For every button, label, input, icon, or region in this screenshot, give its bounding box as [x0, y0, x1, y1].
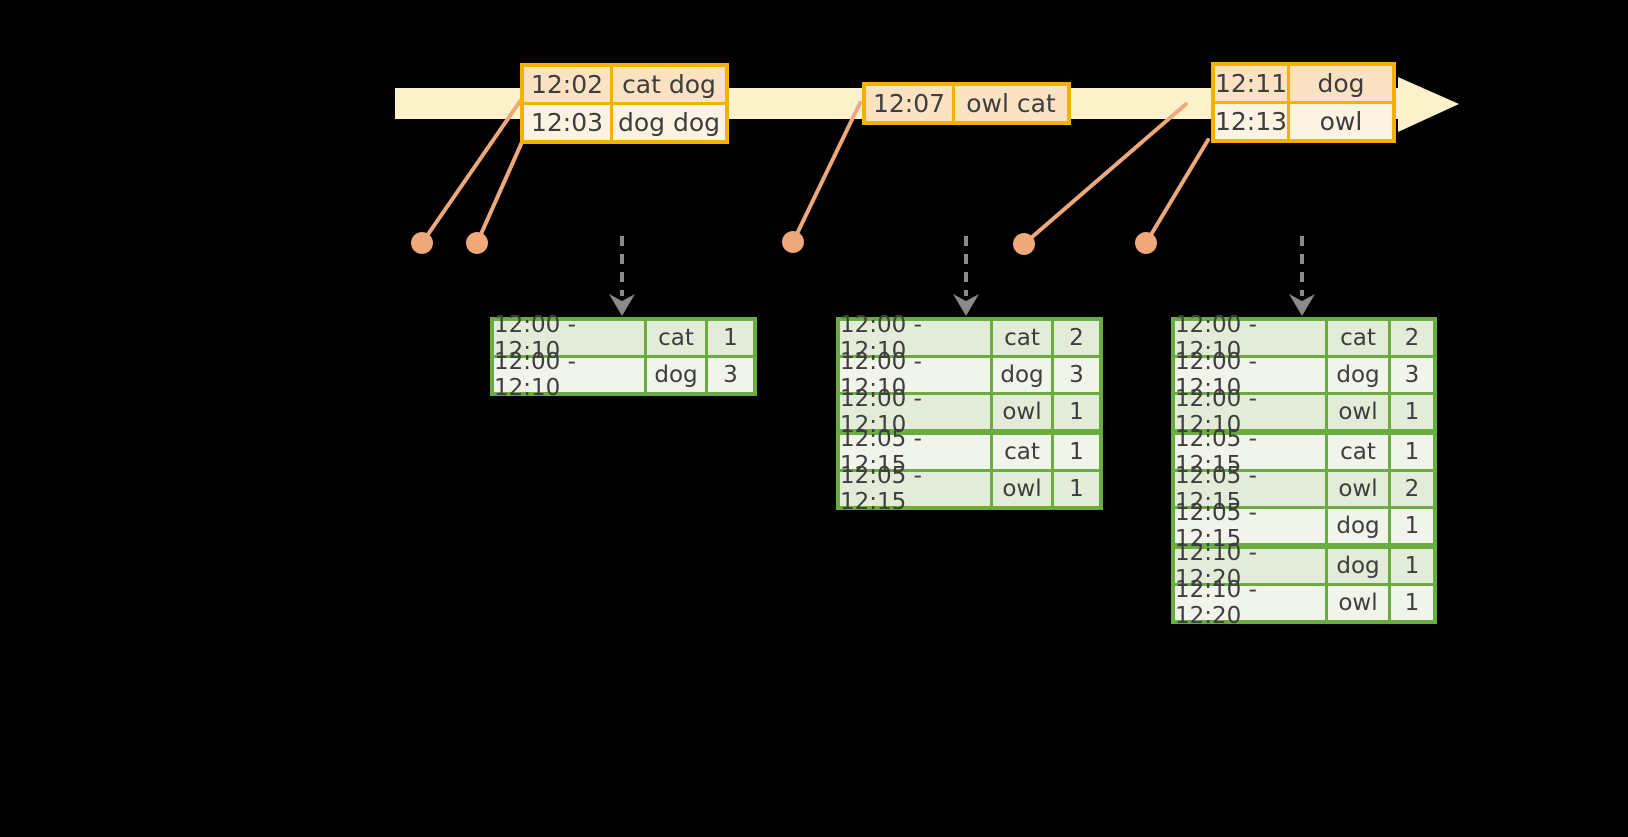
cell: 12:00 - 12:10: [1175, 386, 1325, 438]
cell: 1: [1054, 435, 1099, 469]
cell: 1: [1054, 472, 1099, 506]
cell: 2: [1391, 472, 1433, 506]
event-dot-icon: [411, 232, 433, 254]
cell: dog: [1328, 358, 1388, 392]
cell: 1: [1391, 586, 1433, 620]
cell: 12:05 - 12:15: [840, 426, 990, 478]
cell: owl: [1290, 104, 1392, 139]
cell: 1: [1391, 549, 1433, 583]
cell: 12:00 - 12:10: [840, 312, 990, 364]
cell: owl: [1328, 395, 1388, 429]
trigger-arrowhead-icon: [609, 294, 635, 316]
cell: cat dog: [613, 67, 725, 102]
cell: 1: [708, 321, 753, 355]
event-connector-line: [475, 131, 528, 245]
cell: 12:05 - 12:15: [1175, 463, 1325, 515]
cell: owl: [993, 395, 1051, 429]
cell: 12:11: [1215, 66, 1287, 101]
event-dot-icon: [782, 231, 804, 253]
cell: 12:05 - 12:15: [1175, 500, 1325, 552]
cell: cat: [993, 321, 1051, 355]
event-connector-line: [1022, 102, 1188, 246]
cell: owl: [1328, 586, 1388, 620]
event-connector-line: [791, 101, 862, 244]
cell: 12:00 - 12:10: [494, 349, 644, 401]
cell: 12:00 - 12:10: [840, 386, 990, 438]
cell: owl cat: [955, 86, 1067, 121]
cell: 2: [1391, 321, 1433, 355]
event-dots: [411, 231, 1157, 255]
cell: owl: [993, 472, 1051, 506]
cell: dog: [1290, 66, 1392, 101]
cell: 12:07: [866, 86, 952, 121]
trigger-arrowhead-icon: [953, 294, 979, 316]
cell: dog: [1328, 549, 1388, 583]
cell: dog dog: [613, 105, 725, 140]
cell: 12:02: [524, 67, 610, 102]
cell: 3: [1391, 358, 1433, 392]
event-connector-line: [1144, 138, 1210, 245]
cell: 12:13: [1215, 104, 1287, 139]
cell: 12:00 - 12:10: [840, 349, 990, 401]
cell: 1: [1391, 435, 1433, 469]
cell: cat: [647, 321, 705, 355]
timeline-arrowhead-icon: [1398, 77, 1459, 132]
cell: dog: [993, 358, 1051, 392]
trigger-arrowhead-icon: [1289, 294, 1315, 316]
cell: dog: [1328, 509, 1388, 543]
cell: owl: [1328, 472, 1388, 506]
event-dot-icon: [1135, 232, 1157, 254]
cell: 1: [1391, 395, 1433, 429]
cell: cat: [993, 435, 1051, 469]
event-dot-icon: [466, 232, 488, 254]
trigger-arrowheads: [609, 294, 1315, 316]
cell: 3: [1054, 358, 1099, 392]
cell: 12:10 - 12:20: [1175, 577, 1325, 629]
trigger-arrows: [620, 236, 1304, 296]
cell: dog: [647, 358, 705, 392]
event-connector-lines: [420, 95, 1210, 246]
cell: cat: [1328, 321, 1388, 355]
event-dot-icon: [1013, 233, 1035, 255]
cell: 12:05 - 12:15: [840, 463, 990, 515]
cell: 2: [1054, 321, 1099, 355]
cell: 1: [1391, 509, 1433, 543]
cell: 12:03: [524, 105, 610, 140]
cell: 1: [1054, 395, 1099, 429]
cell: 3: [708, 358, 753, 392]
event-connector-line: [420, 95, 525, 245]
cell: cat: [1328, 435, 1388, 469]
